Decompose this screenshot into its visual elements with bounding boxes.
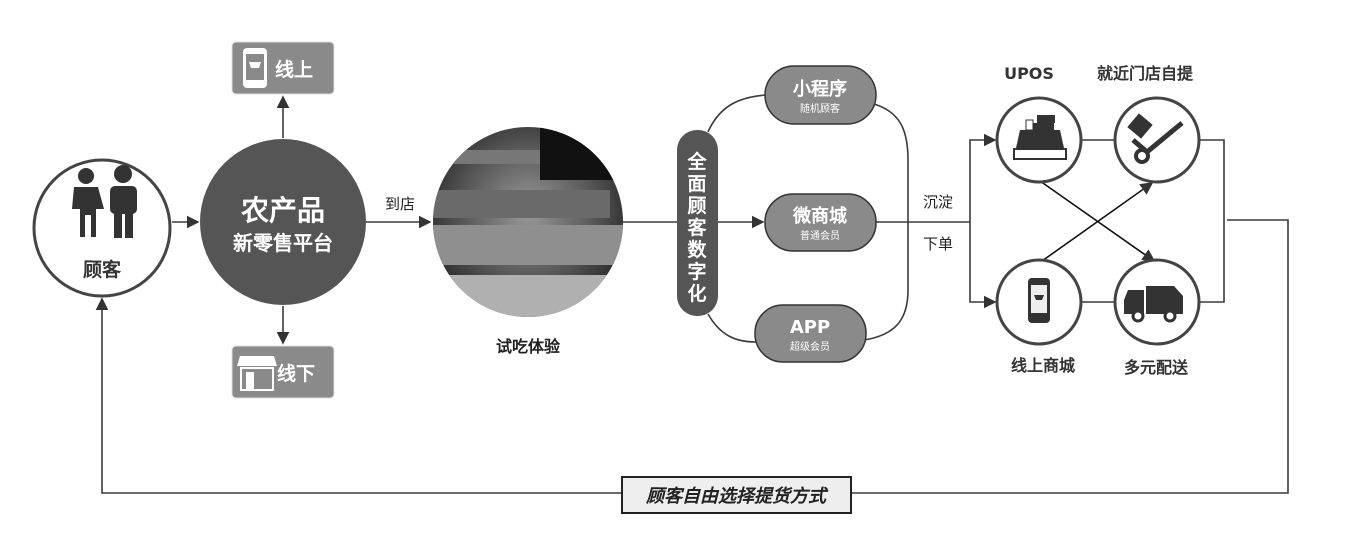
delivery-label: 多元配送 xyxy=(1124,358,1189,377)
pickup-node: 就近门店自提 xyxy=(1097,64,1201,184)
loop-label-box: 顾客自由选择提货方式 xyxy=(621,476,852,514)
to-store-label: 到店 xyxy=(385,195,415,213)
upos-label: UPOS xyxy=(1004,64,1054,83)
online-mall-label: 线上商城 xyxy=(1011,356,1075,375)
channel-wechat-mall: 微商城 普通会员 xyxy=(764,193,877,252)
hand-truck-icon xyxy=(1127,113,1184,164)
people-icon xyxy=(72,165,137,238)
svg-text:顾: 顾 xyxy=(687,195,706,217)
tasting-label: 试吃体验 xyxy=(496,337,561,356)
customer-label: 顾客 xyxy=(83,258,122,281)
svg-text:普通会员: 普通会员 xyxy=(800,229,840,242)
platform-title: 农产品 xyxy=(240,194,325,227)
customer-node: 顾客 xyxy=(32,158,172,298)
platform-node: 农产品 新零售平台 xyxy=(200,139,366,305)
truck-icon xyxy=(1124,286,1183,323)
phone-cart-icon xyxy=(243,48,267,88)
svg-text:随机顾客: 随机顾客 xyxy=(800,102,840,115)
online-box: 线上 xyxy=(231,41,335,95)
svg-text:字: 字 xyxy=(687,260,706,283)
offline-box: 线下 xyxy=(231,345,335,399)
cash-register-icon xyxy=(1013,115,1067,160)
svg-text:全: 全 xyxy=(686,150,707,173)
svg-text:化: 化 xyxy=(687,282,706,305)
upos-node: UPOS xyxy=(995,64,1083,184)
online-mall-node: 线上商城 xyxy=(995,258,1083,375)
loop-label: 顾客自由选择提货方式 xyxy=(645,486,829,507)
svg-text:数: 数 xyxy=(687,238,707,261)
settle-label: 沉淀 xyxy=(923,193,953,211)
offline-label: 线下 xyxy=(277,362,315,385)
svg-text:APP: APP xyxy=(790,317,830,338)
online-label: 线上 xyxy=(275,58,313,81)
svg-text:客: 客 xyxy=(687,216,707,239)
svg-text:超级会员: 超级会员 xyxy=(790,340,830,353)
channel-mini-program: 小程序 随机顾客 xyxy=(764,65,877,125)
tasting-photo: 试吃体验 xyxy=(433,127,623,356)
order-label: 下单 xyxy=(923,235,953,253)
pickup-label: 就近门店自提 xyxy=(1097,64,1194,83)
food-tray-image xyxy=(433,127,623,317)
svg-text:小程序: 小程序 xyxy=(793,78,847,100)
channel-app: APP 超级会员 xyxy=(754,304,867,363)
delivery-node: 多元配送 xyxy=(1113,258,1201,377)
connectors xyxy=(95,94,1289,494)
digitization-pill: 全 面 顾 客 数 字 化 xyxy=(677,130,718,316)
platform-subtitle: 新零售平台 xyxy=(233,231,333,255)
svg-text:微商城: 微商城 xyxy=(792,205,847,227)
storefront-icon xyxy=(237,356,277,391)
svg-text:面: 面 xyxy=(687,173,706,195)
phone-cart-icon xyxy=(1028,278,1050,323)
